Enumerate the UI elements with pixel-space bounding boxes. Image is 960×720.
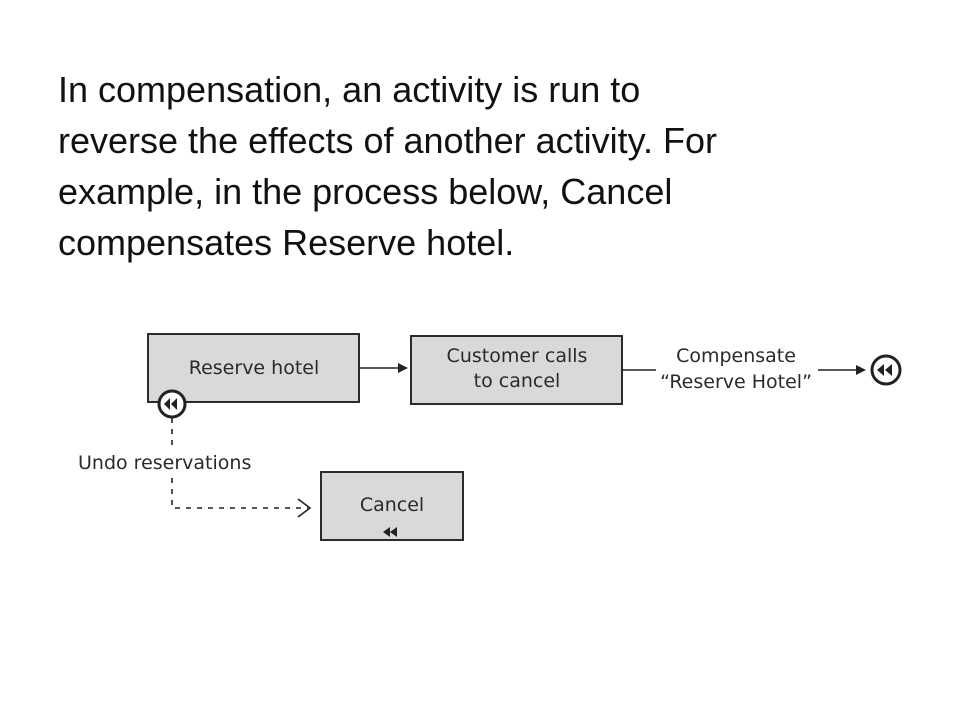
customer-calls-activity: Customer calls to cancel <box>410 335 623 405</box>
compensation-boundary-event-icon <box>157 389 187 419</box>
text-line-3: example, in the process below, Cancel <box>58 171 673 212</box>
cancel-label: Cancel <box>360 494 424 516</box>
reserve-hotel-activity: Reserve hotel <box>147 333 360 403</box>
slide-paragraph: In compensation, an activity is run to r… <box>58 64 918 268</box>
undo-reservations-label: Undo reservations <box>78 452 251 474</box>
sequence-arrow-1 <box>359 363 408 373</box>
compensation-association <box>171 418 312 518</box>
text-line-2: reverse the effects of another activity.… <box>58 120 717 161</box>
customer-calls-label-line2: to cancel <box>474 370 561 392</box>
text-line-1: In compensation, an activity is run to <box>58 69 641 110</box>
compensate-arrow <box>818 365 866 375</box>
reserve-hotel-label: Reserve hotel <box>189 357 320 379</box>
compensate-label-line2: “Reserve Hotel” <box>660 371 812 393</box>
customer-calls-label-line1: Customer calls <box>447 345 588 367</box>
text-line-4: compensates Reserve hotel. <box>58 222 515 263</box>
compensation-end-event-icon <box>870 354 902 386</box>
cancel-activity: Cancel <box>320 471 464 541</box>
compensate-label-line1: Compensate <box>676 345 796 367</box>
compensation-marker-icon <box>383 527 397 537</box>
